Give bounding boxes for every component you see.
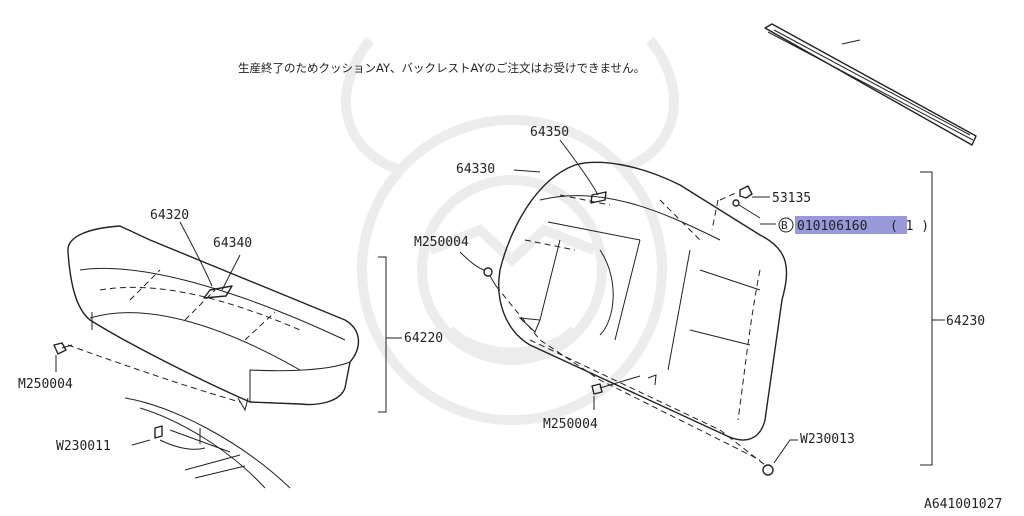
clip-icon <box>711 185 753 231</box>
part-label-m250004-bottom: M250004 <box>543 417 598 432</box>
part-label-64330: 64330 <box>456 162 495 177</box>
part-label-010106160[interactable]: 010106160 <box>797 219 867 234</box>
trim-strip <box>764 23 977 146</box>
discontinued-notice: 生産終了のためクッションAY、バックレストAYのご注文はお受けできません。 <box>238 61 645 75</box>
seat-cushion <box>67 225 360 412</box>
watermark-emblem <box>341 36 679 425</box>
figure-code: A641001027 <box>924 497 1002 512</box>
bolt-icon <box>732 199 761 219</box>
part-label-64220: 64220 <box>404 331 443 346</box>
screw-icon <box>483 267 497 287</box>
washer-icon <box>762 464 774 476</box>
floor-pan <box>124 397 291 489</box>
part-label-64350: 64350 <box>530 125 569 140</box>
part-quantity: ( 1 ) <box>890 219 929 234</box>
part-label-m250004-left: M250004 <box>18 377 73 392</box>
part-label-64230: 64230 <box>946 314 985 329</box>
part-label-w230011: W230011 <box>56 439 111 454</box>
part-label-m250004-top: M250004 <box>414 235 469 250</box>
screw-icon <box>53 342 73 355</box>
highlight-box <box>795 216 907 234</box>
part-label-53135: 53135 <box>772 191 811 206</box>
part-label-64340: 64340 <box>213 236 252 251</box>
part-label-w230013: W230013 <box>800 432 855 447</box>
screw-icon <box>591 375 641 395</box>
part-label-64320: 64320 <box>150 208 189 223</box>
bolt-b-marker-circle <box>778 217 794 233</box>
bolt-b-marker: B <box>781 219 788 232</box>
backrest <box>498 161 788 441</box>
